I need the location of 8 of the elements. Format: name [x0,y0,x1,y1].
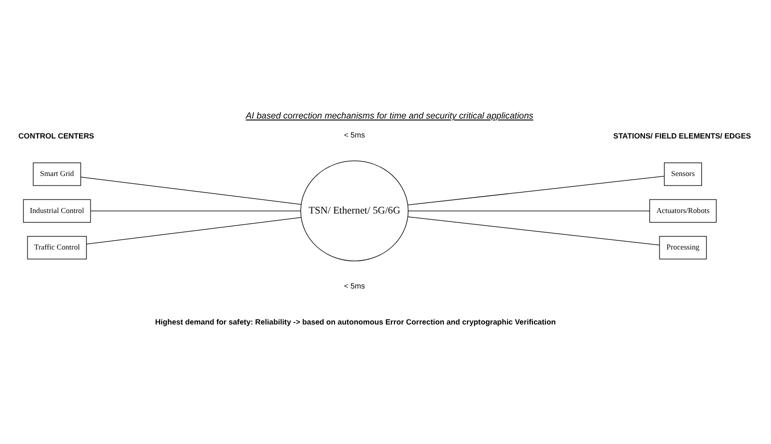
connector [408,216,660,246]
node-circle: TSN/ Ethernet/ 5G/6G [300,160,408,262]
connector [408,176,665,206]
diagram-title: AI based correction mechanisms for time and security critical applications [246,110,534,121]
connector [408,210,650,212]
connector [90,210,302,212]
connector [80,176,302,205]
connector [86,217,302,244]
